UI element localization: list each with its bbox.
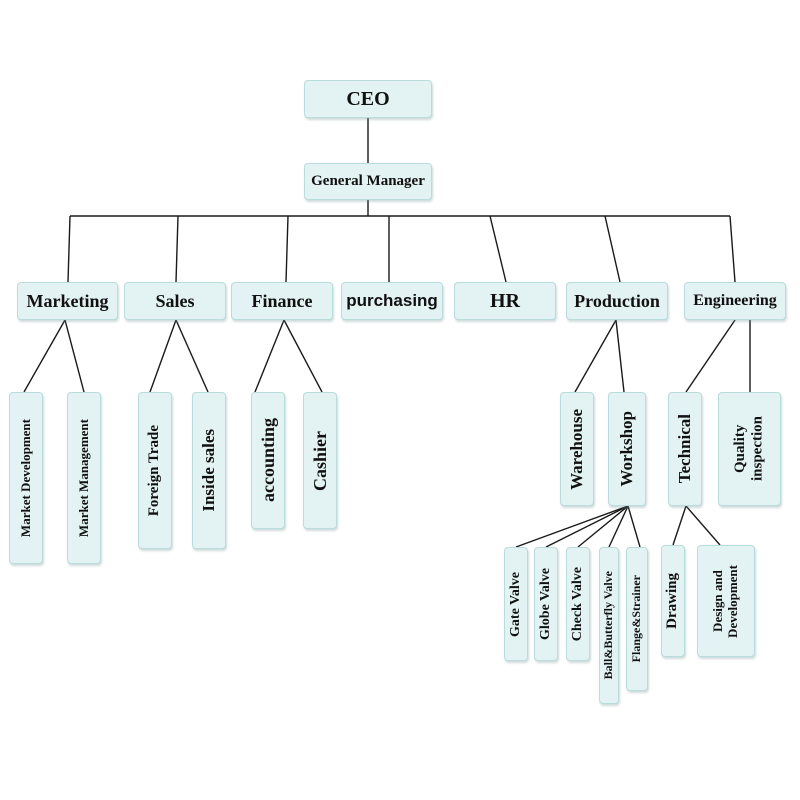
- hr-label: HR: [490, 289, 520, 312]
- gate-valve-label: Gate Valve: [507, 571, 523, 637]
- general-manager-node: General Manager: [304, 163, 432, 200]
- ball-butterfly-valve-label: Ball&Butterfly Valve: [601, 571, 616, 680]
- accounting-node: accounting: [251, 392, 285, 529]
- production-node: Production: [566, 282, 668, 320]
- engineering-node: Engineering: [684, 282, 786, 320]
- ceo-label: CEO: [346, 87, 390, 110]
- market-management-node: Market Management: [67, 392, 101, 564]
- foreign-trade-node: Foreign Trade: [138, 392, 172, 549]
- quality-line: Quality: [732, 424, 749, 474]
- globe-valve-node: Globe Valve: [534, 547, 558, 661]
- purchasing-label: purchasing: [346, 291, 438, 311]
- warehouse-label: Warehouse: [567, 408, 587, 490]
- purchasing-node: purchasing: [341, 282, 443, 320]
- market-development-label: Market Development: [17, 418, 33, 538]
- sales-node: Sales: [124, 282, 226, 320]
- design-line: Design and: [710, 570, 726, 632]
- warehouse-node: Warehouse: [560, 392, 594, 506]
- technical-node: Technical: [668, 392, 702, 506]
- technical-label: Technical: [675, 414, 695, 484]
- cashier-label: Cashier: [309, 430, 330, 491]
- gate-valve-node: Gate Valve: [504, 547, 528, 661]
- production-label: Production: [574, 290, 660, 311]
- market-development-node: Market Development: [9, 392, 43, 564]
- cashier-node: Cashier: [303, 392, 337, 529]
- development-line: Development: [725, 564, 740, 638]
- market-management-label: Market Management: [75, 418, 91, 538]
- check-valve-node: Check Valve: [566, 547, 590, 661]
- inside-sales-node: Inside sales: [192, 392, 226, 549]
- ceo-node: CEO: [304, 80, 432, 118]
- general-manager-label: General Manager: [311, 172, 425, 189]
- marketing-label: Marketing: [26, 290, 109, 311]
- inspection-line: inspection: [749, 416, 766, 482]
- engineering-label: Engineering: [693, 291, 777, 309]
- globe-valve-label: Globe Valve: [537, 568, 553, 640]
- check-valve-label: Check Valve: [569, 566, 585, 642]
- hr-node: HR: [454, 282, 556, 320]
- flange-strainer-label: Flange&Strainer: [629, 575, 644, 663]
- drawing-node: Drawing: [661, 545, 685, 657]
- drawing-label: Drawing: [664, 573, 681, 629]
- finance-label: Finance: [251, 290, 313, 311]
- foreign-trade-label: Foreign Trade: [146, 424, 163, 517]
- workshop-node: Workshop: [608, 392, 646, 506]
- flange-strainer-node: Flange&Strainer: [626, 547, 648, 691]
- sales-label: Sales: [155, 290, 195, 311]
- workshop-label: Workshop: [617, 411, 637, 487]
- ball-butterfly-valve-node: Ball&Butterfly Valve: [599, 547, 619, 704]
- marketing-node: Marketing: [17, 282, 118, 320]
- accounting-label: accounting: [257, 418, 278, 503]
- inside-sales-label: Inside sales: [199, 429, 219, 512]
- finance-node: Finance: [231, 282, 333, 320]
